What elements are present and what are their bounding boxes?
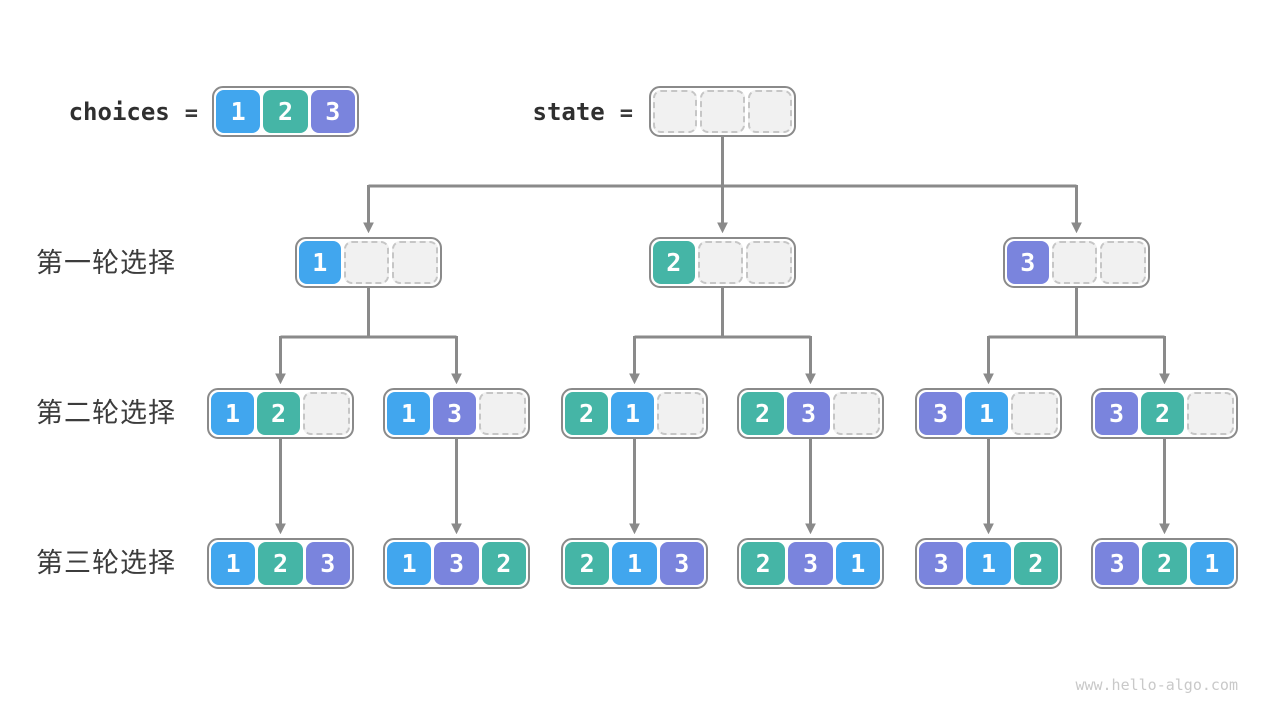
array-cell: 3 bbox=[310, 90, 355, 133]
array-cell: 1 bbox=[211, 542, 256, 585]
array-cell: 1 bbox=[966, 542, 1011, 585]
connector-round1-to-round2 bbox=[275, 288, 1170, 385]
round-3-node-5: 3 1 2 bbox=[915, 538, 1062, 589]
array-cell: 2 bbox=[565, 542, 610, 585]
round-3-node-6: 3 2 1 bbox=[1091, 538, 1238, 589]
array-cell: 2 bbox=[263, 90, 308, 133]
array-cell bbox=[747, 90, 792, 133]
array-cell: 3 bbox=[433, 392, 476, 435]
array-cell bbox=[657, 392, 704, 435]
array-cell: 1 bbox=[965, 392, 1008, 435]
round-2-node-6: 3 2 bbox=[1091, 388, 1238, 439]
round-3-label: 第三轮选择 bbox=[36, 548, 176, 579]
state-label: state = bbox=[0, 98, 634, 128]
array-cell: 2 bbox=[1013, 542, 1058, 585]
choices-keyword: choices bbox=[68, 98, 170, 126]
array-cell: 2 bbox=[565, 392, 608, 435]
choices-array: 1 2 3 bbox=[212, 86, 359, 137]
array-cell: 3 bbox=[434, 542, 479, 585]
array-cell: 3 bbox=[659, 542, 704, 585]
array-cell bbox=[700, 90, 745, 133]
round-1-label: 第一轮选择 bbox=[36, 248, 176, 279]
array-cell: 1 bbox=[211, 392, 254, 435]
array-cell: 2 bbox=[1141, 392, 1184, 435]
array-cell: 1 bbox=[835, 542, 880, 585]
watermark: www.hello-algo.com bbox=[1075, 676, 1238, 694]
array-cell: 2 bbox=[653, 241, 695, 284]
array-cell bbox=[1100, 241, 1147, 284]
round-3-node-1: 1 2 3 bbox=[207, 538, 354, 589]
array-cell bbox=[746, 241, 793, 284]
round-2-node-4: 2 3 bbox=[737, 388, 884, 439]
array-cell: 2 bbox=[1142, 542, 1187, 585]
round-2-node-3: 2 1 bbox=[561, 388, 708, 439]
array-cell bbox=[1187, 392, 1234, 435]
array-cell: 3 bbox=[787, 392, 830, 435]
array-cell bbox=[1011, 392, 1058, 435]
array-cell: 3 bbox=[1007, 241, 1049, 284]
array-cell: 1 bbox=[299, 241, 341, 284]
round-1-node-3: 3 bbox=[1003, 237, 1150, 288]
round-2-node-1: 1 2 bbox=[207, 388, 354, 439]
array-cell: 3 bbox=[919, 542, 964, 585]
round-2-node-5: 3 1 bbox=[915, 388, 1062, 439]
array-cell: 1 bbox=[216, 90, 261, 133]
array-cell: 2 bbox=[258, 542, 303, 585]
array-cell bbox=[343, 241, 390, 284]
array-cell: 2 bbox=[741, 392, 784, 435]
round-2-node-2: 1 3 bbox=[383, 388, 530, 439]
state-keyword: state bbox=[532, 98, 605, 126]
choices-label: choices = bbox=[0, 98, 198, 128]
equals-sign: = bbox=[619, 101, 633, 126]
array-cell: 3 bbox=[1095, 392, 1138, 435]
array-cell: 1 bbox=[387, 542, 432, 585]
array-cell: 1 bbox=[611, 392, 654, 435]
round-1-node-2: 2 bbox=[649, 237, 796, 288]
state-array bbox=[649, 86, 796, 137]
array-cell: 2 bbox=[741, 542, 786, 585]
array-cell: 2 bbox=[481, 542, 526, 585]
round-3-node-3: 2 1 3 bbox=[561, 538, 708, 589]
equals-sign: = bbox=[184, 101, 198, 126]
array-cell: 3 bbox=[1095, 542, 1140, 585]
array-cell: 1 bbox=[1189, 542, 1234, 585]
round-1-node-1: 1 bbox=[295, 237, 442, 288]
array-cell: 3 bbox=[788, 542, 833, 585]
connector-state-to-round1 bbox=[363, 137, 1082, 234]
round-3-node-2: 1 3 2 bbox=[383, 538, 530, 589]
array-cell: 1 bbox=[612, 542, 657, 585]
array-cell bbox=[479, 392, 526, 435]
array-cell: 1 bbox=[387, 392, 430, 435]
array-cell bbox=[697, 241, 744, 284]
array-cell bbox=[653, 90, 698, 133]
round-3-node-4: 2 3 1 bbox=[737, 538, 884, 589]
array-cell: 3 bbox=[305, 542, 350, 585]
array-cell: 2 bbox=[257, 392, 300, 435]
array-cell bbox=[1051, 241, 1098, 284]
array-cell: 3 bbox=[919, 392, 962, 435]
round-2-label: 第二轮选择 bbox=[36, 398, 176, 429]
array-cell bbox=[392, 241, 439, 284]
connector-round2-to-round3 bbox=[275, 439, 1170, 535]
array-cell bbox=[833, 392, 880, 435]
array-cell bbox=[303, 392, 350, 435]
